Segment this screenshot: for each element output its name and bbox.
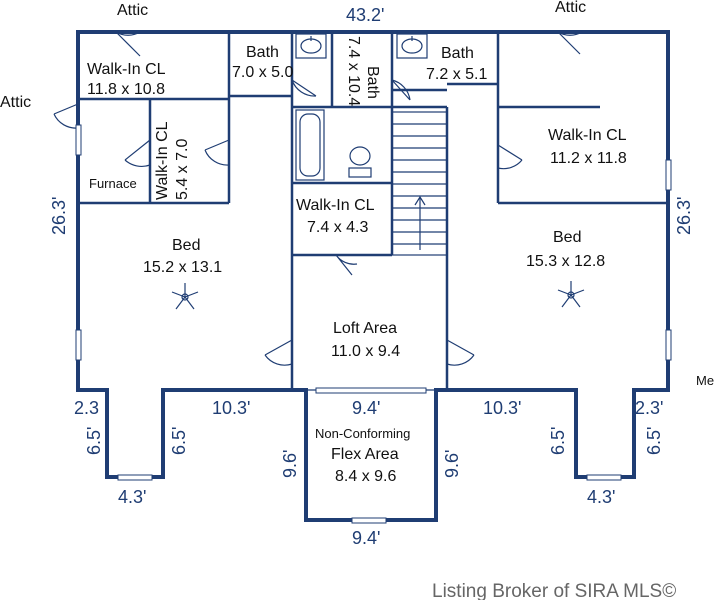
dim-bump-right-6-5b: 6.5': [644, 427, 664, 455]
bath-left-size: 7.0 x 5.0: [232, 64, 293, 81]
edge-label: Me: [696, 373, 714, 388]
bath-center-size-group: 7.4 x 10.4: [345, 36, 362, 106]
dim-flex-right: 9.6': [442, 450, 462, 478]
dim-bump-right-4-3: 4.3': [587, 487, 615, 507]
dim-flex-left-text: 9.6': [280, 450, 300, 478]
ceiling-fan-left: [171, 283, 199, 310]
dim-bump-left-4-3: 4.3': [118, 487, 146, 507]
sink-right: [396, 33, 428, 59]
loft-size: 11.0 x 9.4: [331, 343, 400, 360]
flex-name-line1: Non-Conforming: [315, 426, 410, 441]
dim-flex-bottom: 9.4': [352, 528, 380, 548]
dim-flex-right-text: 9.6': [442, 450, 462, 478]
bath-center: Bath: [364, 66, 381, 99]
walkin-closet-tl-name: Walk-In CL: [87, 61, 166, 78]
bed-right-name: Bed: [553, 229, 581, 246]
bath-center-size: 7.4 x 10.4: [345, 36, 362, 106]
windows: [75, 124, 672, 524]
listing-credit: Listing Broker of SIRA MLS©: [432, 581, 676, 600]
dim-left-height: 26.3': [49, 197, 69, 235]
dim-bump-right-6-5b-text: 6.5': [644, 427, 664, 455]
walkin-closet-tl-size: 11.8 x 10.8: [87, 81, 165, 98]
ceiling-fan-right: [557, 281, 585, 308]
attic-label-left: Attic: [0, 94, 31, 111]
furnace-label: Furnace: [89, 176, 137, 191]
dim-flex-left: 9.6': [280, 450, 300, 478]
walkin-closet-tr-name: Walk-In CL: [548, 127, 627, 144]
dim-top-width: 43.2': [346, 5, 384, 25]
attic-label-top-left: Attic: [117, 2, 148, 19]
dim-bump-right-6-5a: 6.5': [548, 427, 568, 455]
stairs: [391, 111, 448, 256]
bath-center-name: Bath: [364, 66, 381, 99]
dim-bump-left-6-5b-text: 6.5': [169, 427, 189, 455]
walkin-closet-center-name: Walk-In CL: [296, 197, 375, 214]
doors: [53, 31, 583, 366]
sink-left: [295, 33, 327, 59]
bed-left-size: 15.2 x 13.1: [143, 259, 222, 276]
walkin-closet-center-size: 7.4 x 4.3: [307, 219, 368, 236]
dim-bump-right-6-5a-text: 6.5': [548, 427, 568, 455]
toilet: [348, 146, 372, 178]
exterior-walls: [76, 30, 670, 522]
dim-bump-left-6-5a-text: 6.5': [84, 427, 104, 455]
dim-bump-left-6-5b: 6.5': [169, 427, 189, 455]
dim-right-height: 26.3': [674, 197, 694, 235]
bath-left-name: Bath: [246, 44, 279, 61]
dim-bump-left-6-5a: 6.5': [84, 427, 104, 455]
flex-name-line2: Flex Area: [331, 446, 399, 463]
bath-right-name: Bath: [441, 45, 474, 62]
loft-name: Loft Area: [333, 320, 397, 337]
dim-bump-left-2-3: 2.3: [74, 398, 99, 418]
dim-left-height-text: 26.3': [49, 197, 69, 235]
walkin-closet-tr-size: 11.2 x 11.8: [550, 150, 627, 167]
walkin-closet-small-name: Walk-In CL: [154, 121, 171, 200]
dim-right-10-3: 10.3': [483, 398, 521, 418]
dim-left-10-3: 10.3': [212, 398, 250, 418]
flex-size: 8.4 x 9.6: [335, 468, 396, 485]
dim-bump-right-2-3: 2.3': [635, 398, 663, 418]
bath-right-size: 7.2 x 5.1: [426, 66, 487, 83]
bed-right-size: 15.3 x 12.8: [526, 253, 605, 270]
bathtub: [295, 109, 325, 181]
walkin-closet-small-size: 5.4 x 7.0: [174, 139, 191, 200]
walkin-closet-small: Walk-In CL 5.4 x 7.0: [154, 121, 191, 200]
attic-label-top-right: Attic: [555, 0, 586, 16]
dim-right-height-text: 26.3': [674, 197, 694, 235]
dim-flex-top: 9.4': [352, 398, 380, 418]
bed-left-name: Bed: [172, 237, 200, 254]
